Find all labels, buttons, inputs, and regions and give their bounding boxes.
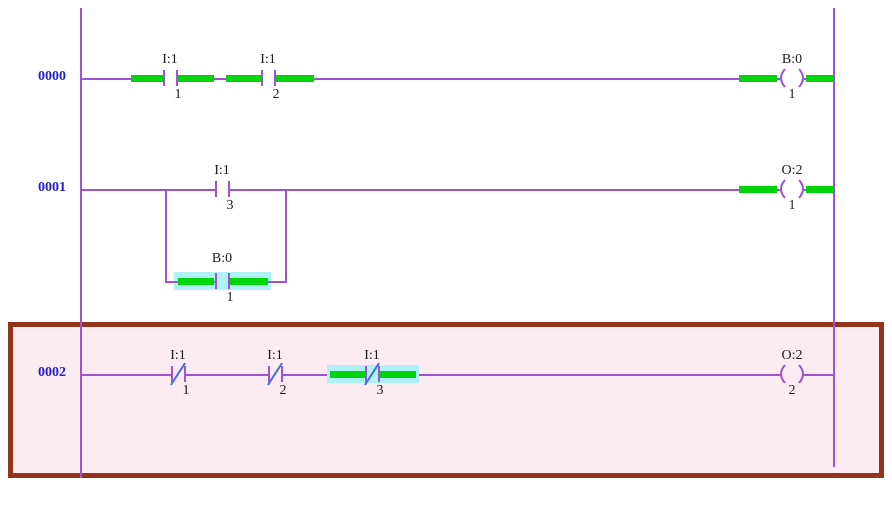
coil-address: O:2 [781,163,803,178]
coil-symbol [780,179,804,199]
ote-coil-b0-1[interactable] [739,53,833,103]
ote-coil-o2-2[interactable] [765,349,820,401]
branch-wire-right [285,189,287,283]
contact-bit: 3 [376,383,384,398]
contact-bar [228,273,230,289]
energized-highlight [806,186,833,193]
wire-segment [283,374,365,376]
xio-contact-i1-1[interactable] [158,349,200,401]
energized-highlight [178,75,214,82]
coil-bit: 2 [788,383,796,398]
selection-highlight [174,272,271,290]
xic-contact-i1-3[interactable] [202,164,242,214]
wire-segment [804,374,833,376]
energized-highlight [276,75,314,82]
xio-contact-i1-2[interactable] [255,349,297,401]
selected-rung-highlight [8,322,884,478]
energized-highlight [380,371,416,378]
coil-address: O:2 [781,348,803,363]
contact-address: I:1 [364,348,380,363]
xic-contact-i1-2[interactable] [226,53,315,103]
energized-highlight [178,278,214,285]
contact-bar [163,70,165,86]
coil-bit: 1 [788,87,796,102]
ote-coil-o2-1[interactable] [739,164,833,214]
power-rail-right [833,8,835,467]
contact-address: I:1 [170,348,186,363]
energized-highlight [330,371,365,378]
contact-bit: 3 [226,198,234,213]
contact-bar [184,366,186,382]
wire-segment [82,78,163,80]
contact-bit: 2 [279,383,287,398]
xic-contact-b0-1-branch[interactable] [174,252,271,308]
contact-bar [365,366,367,382]
rung-number-0002[interactable]: 0002 [38,365,66,380]
contact-bit: 1 [226,290,234,305]
contact-bit: 1 [174,87,182,102]
contact-bar [268,366,270,382]
wire-segment [276,78,780,80]
contact-bar [378,366,380,382]
branch-wire-left [165,189,167,283]
contact-bar [215,181,217,197]
coil-symbol [780,68,804,88]
wire-segment [82,189,215,191]
wire-segment [82,374,171,376]
contact-bar [261,70,263,86]
contact-bar [171,366,173,382]
coil-symbol [780,364,804,384]
rung-number-0000[interactable]: 0000 [38,69,66,84]
contact-bit: 1 [182,383,190,398]
energized-highlight [806,75,833,82]
energized-highlight [226,75,261,82]
coil-bit: 1 [788,198,796,213]
power-rail-left [80,8,82,478]
energized-highlight [131,75,163,82]
contact-address: I:1 [214,163,230,178]
wire-segment [380,374,780,376]
contact-bit: 2 [272,87,280,102]
rung-number-0001[interactable]: 0001 [38,180,66,195]
contact-address: I:1 [267,348,283,363]
wire-segment [178,78,261,80]
xio-contact-i1-3[interactable] [327,349,419,401]
energized-highlight [739,186,777,193]
xic-contact-i1-1[interactable] [131,53,215,103]
contact-address: B:0 [211,251,233,266]
energized-highlight [739,75,777,82]
contact-bar [281,366,283,382]
energized-highlight [230,278,268,285]
contact-address: I:1 [162,52,178,67]
contact-bar [274,70,276,86]
wire-segment [186,374,268,376]
contact-bar [176,70,178,86]
coil-address: B:0 [781,52,803,67]
contact-bar [215,273,217,289]
contact-bar [228,181,230,197]
wire-segment [230,189,780,191]
contact-address: I:1 [260,52,276,67]
